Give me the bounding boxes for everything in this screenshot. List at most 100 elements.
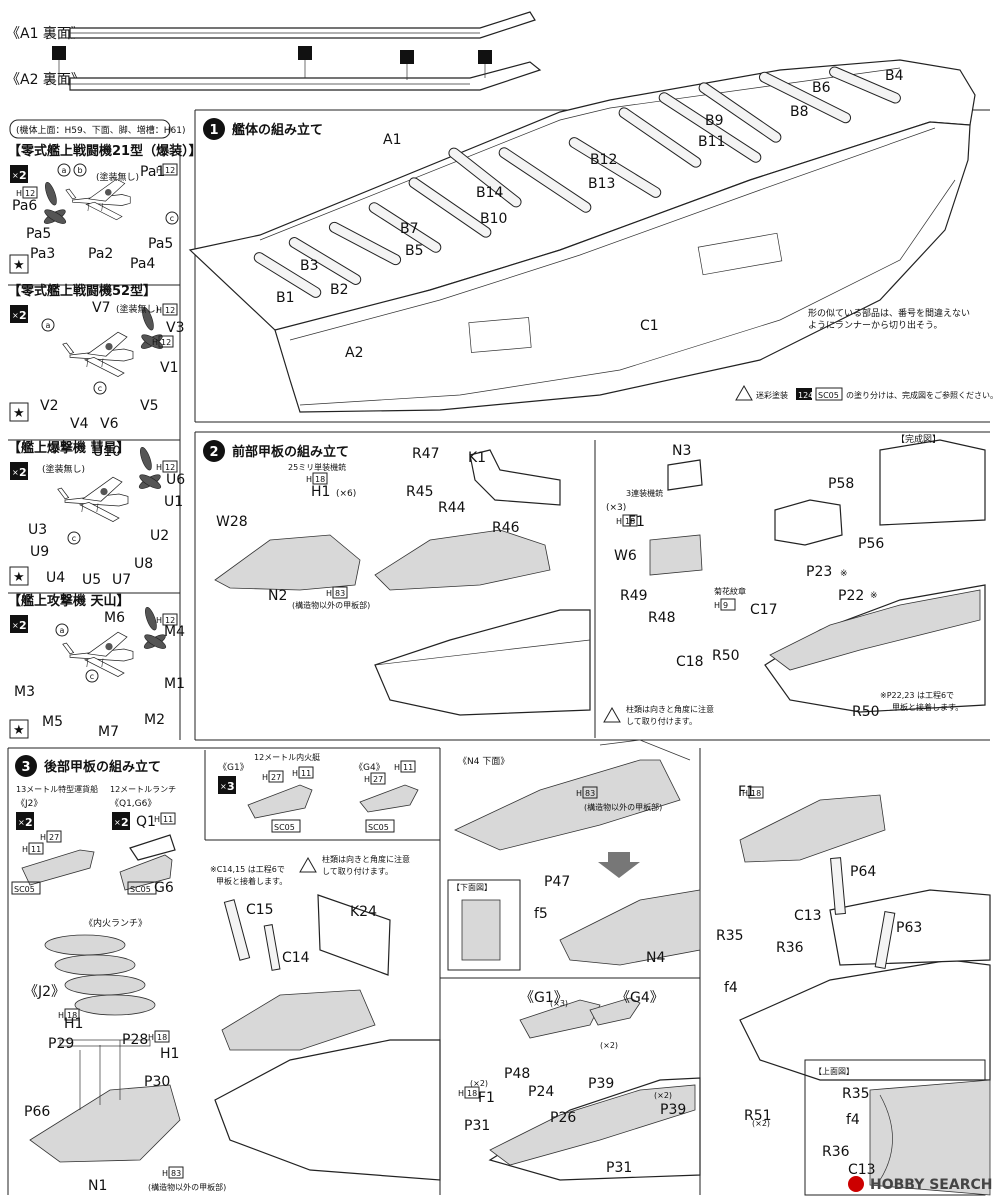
svg-text:(機体上面：H59、下面、脚、増槽：H61): (機体上面：H59、下面、脚、増槽：H61): [16, 124, 186, 136]
count-badge: ×2: [112, 812, 130, 830]
svg-text:H: H: [162, 1169, 168, 1178]
svg-text:12: 12: [165, 306, 175, 315]
part-label: R50: [712, 648, 740, 664]
part-label: C18: [676, 654, 704, 670]
svg-text:9: 9: [723, 601, 728, 610]
aircraft-drawing: [65, 178, 131, 221]
svg-text:2: 2: [19, 169, 27, 182]
svg-text:a: a: [46, 321, 51, 330]
part-label: P28: [122, 1032, 148, 1048]
part-label: Q1: [136, 814, 156, 830]
part-label: W6: [614, 548, 637, 564]
count-note: (×2): [752, 1119, 770, 1128]
watermark: HOBBY SEARCH: [848, 1176, 992, 1193]
svg-text:c: c: [170, 214, 174, 223]
part-label: W28: [216, 514, 248, 530]
part-label: M4: [164, 624, 185, 640]
svg-text:11: 11: [403, 763, 413, 772]
part-label: F1: [738, 784, 755, 800]
svg-text:27: 27: [373, 775, 383, 784]
part-label: B12: [590, 152, 617, 168]
warning-marker: [52, 46, 492, 80]
svg-text:12: 12: [25, 189, 35, 198]
svg-text:H: H: [156, 166, 162, 175]
note-mark: ※: [840, 569, 848, 579]
part-label: K1: [468, 450, 486, 466]
part-label: P23: [806, 564, 832, 580]
part-label: f4: [724, 980, 738, 996]
part-label: U3: [28, 522, 47, 538]
svg-text:18: 18: [315, 475, 325, 484]
aircraft-title: 【艦上攻撃機 天山】: [8, 593, 130, 609]
boat-label: 《J2》: [16, 798, 42, 809]
star-badge: ★: [9, 402, 29, 422]
part-label: B5: [405, 243, 424, 259]
boat-g4: [359, 784, 419, 813]
caution-note: ようにランナーから切り出そう。: [808, 319, 942, 331]
star-badge: ★: [9, 566, 29, 586]
svg-text:×: ×: [12, 171, 19, 180]
part-label: 《G4》: [616, 990, 664, 1006]
step-2-badge: [203, 440, 225, 462]
part-label: R51: [744, 1108, 772, 1124]
runner-a2-label: 《A2 裏面》: [6, 71, 85, 88]
aircraft-drawings: [43, 178, 167, 678]
aircraft-drawing: [62, 331, 134, 378]
part-label: 《G1》: [520, 990, 568, 1006]
svg-text:H: H: [576, 789, 582, 798]
part-label: Pa1: [140, 164, 165, 180]
warn-note: 柱類は向きと角度に注意: [322, 854, 410, 864]
part-label: Pa6: [12, 198, 37, 214]
svg-text:12: 12: [165, 616, 175, 625]
part-label: B2: [330, 282, 349, 298]
part-label: R36: [776, 940, 804, 956]
svg-text:×: ×: [12, 621, 19, 630]
circle-c: c: [93, 381, 107, 395]
part-label: H1: [160, 1046, 179, 1062]
star-badge: ★: [9, 719, 29, 739]
circle-a: a: [55, 623, 69, 637]
svg-text:の塗り分けは、完成図をご参照ください。: の塗り分けは、完成図をご参照ください。: [846, 390, 998, 400]
part-label: M5: [42, 714, 63, 730]
beam: [448, 147, 522, 208]
part-label: P56: [858, 536, 884, 552]
propeller-drawing: [43, 182, 67, 224]
superstructure-n3: [667, 459, 703, 491]
svg-text:2: 2: [121, 816, 129, 829]
circle-c: c: [67, 531, 81, 545]
svg-text:2: 2: [25, 816, 33, 829]
part-label: U6: [166, 472, 185, 488]
paint-note: (塗装無し): [42, 463, 85, 475]
part-label: U5: [82, 572, 101, 588]
aa-note: 25ミリ単装機銃: [288, 462, 346, 472]
part-label: C13: [794, 908, 822, 924]
part-label: Pa4: [130, 256, 155, 272]
part-label: U9: [30, 544, 49, 560]
part-label: P66: [24, 1104, 50, 1120]
part-label: 《J2》: [24, 984, 65, 1000]
svg-text:H: H: [156, 463, 162, 472]
boat-label: 《Q1,G6》: [110, 798, 156, 809]
part-label: V1: [160, 360, 178, 376]
boat-q1-g6: [119, 854, 173, 891]
star-badge: ★: [9, 254, 29, 274]
svg-text:83: 83: [335, 589, 345, 598]
part-label: R48: [648, 610, 676, 626]
sc05-badge: SC05: [11, 881, 41, 895]
part-label: B11: [698, 134, 725, 150]
part-label: R46: [492, 520, 520, 536]
part-label: N2: [268, 588, 287, 604]
svg-text:2: 2: [19, 309, 27, 322]
circle-a: a: [41, 318, 55, 332]
svg-text:H: H: [154, 815, 160, 824]
svg-text:H: H: [148, 1033, 154, 1042]
part-label: V5: [140, 398, 158, 414]
beam: [288, 237, 362, 285]
